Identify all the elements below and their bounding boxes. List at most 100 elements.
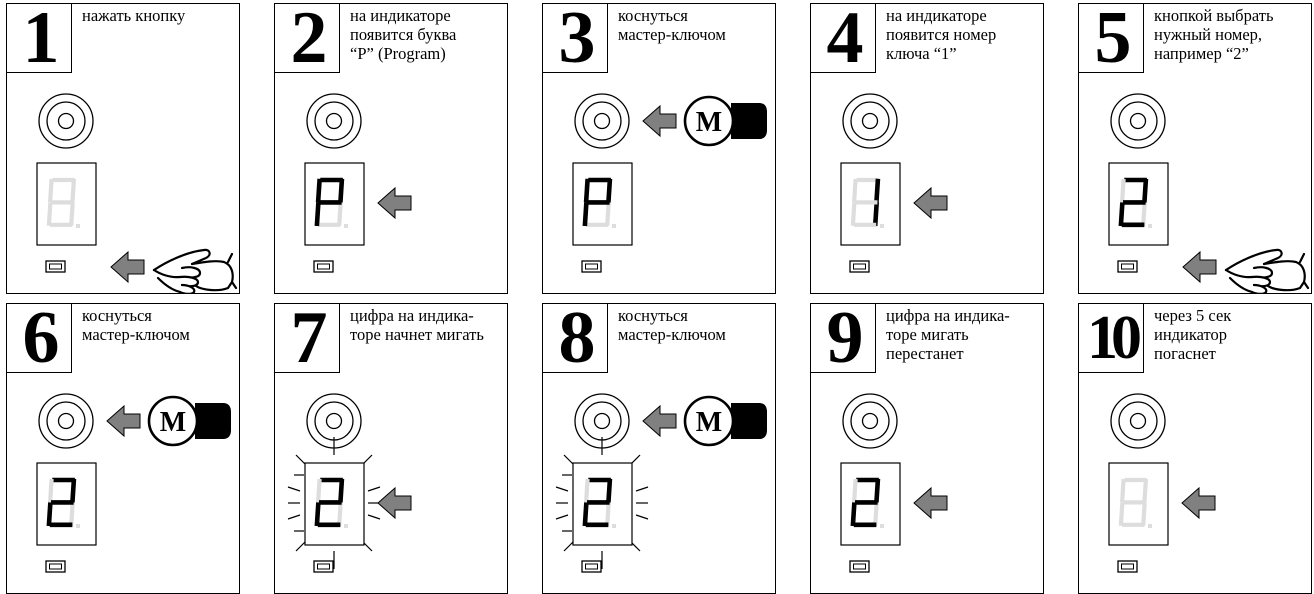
master-key-icon: M: [147, 395, 231, 447]
step-number: 3: [542, 1, 608, 75]
segment-b: [1142, 478, 1149, 503]
segment-b: [874, 178, 881, 203]
segment-c: [69, 502, 75, 526]
step-number: 5: [1078, 1, 1144, 75]
decimal-point: [1148, 224, 1152, 228]
step-caption: цифра на индика- торе начнет мигать: [350, 306, 484, 344]
seven-segment-display-icon: [304, 462, 365, 546]
segment-c: [1141, 202, 1147, 226]
step-illustration: [1108, 93, 1310, 293]
button-icon: [313, 560, 334, 573]
segment-b: [606, 478, 613, 503]
button-icon: [45, 560, 66, 573]
decimal-point: [1148, 524, 1152, 528]
segment-c: [873, 502, 879, 526]
segment-c: [69, 202, 75, 226]
arrow-left-icon: [642, 104, 677, 138]
segment-e: [1118, 202, 1125, 227]
decimal-point: [76, 224, 80, 228]
segment-e: [850, 502, 857, 527]
segment-c: [1141, 502, 1147, 526]
step-caption: кнопкой выбрать нужный номер, например “…: [1154, 6, 1274, 63]
segment-f: [852, 178, 858, 203]
seven-segment-display-icon: [1108, 462, 1169, 546]
decimal-point: [612, 224, 616, 228]
seven-segment-display-icon: [36, 462, 97, 546]
segment-b: [338, 178, 345, 203]
arrow-left-icon: [377, 186, 412, 220]
step-number: 8: [542, 301, 608, 375]
arrow-left-icon: [913, 186, 948, 220]
segment-e: [1118, 502, 1125, 526]
decimal-point: [344, 524, 348, 528]
button-icon: [581, 560, 602, 573]
segment-b: [338, 478, 345, 503]
button-icon: [849, 260, 870, 273]
step-number: 6: [6, 301, 72, 375]
arrow-left-icon: [377, 486, 412, 520]
arrow-left-icon: [913, 486, 948, 520]
reader-icon: [1110, 93, 1166, 149]
step-illustration: [840, 393, 948, 573]
button-icon: [581, 260, 602, 273]
arrow-left-icon: [1181, 486, 1216, 520]
step-number: 4: [810, 1, 876, 75]
master-key-icon: M: [683, 95, 767, 147]
segment-f: [852, 478, 858, 503]
seven-segment-display-icon: [304, 162, 365, 246]
segment-c: [605, 502, 611, 526]
segment-e: [314, 202, 321, 227]
step-illustration: [840, 93, 948, 273]
seven-segment-display-icon: [572, 162, 633, 246]
pointing-hand-icon: [1224, 248, 1310, 293]
reader-icon: [574, 93, 630, 149]
seven-segment-display-icon: [840, 462, 901, 546]
step-illustration: [287, 393, 412, 573]
segment-c: [872, 202, 880, 227]
reader-icon: [306, 93, 362, 149]
step-number: 7: [274, 301, 340, 375]
segment-b: [70, 478, 77, 503]
button-icon: [1117, 260, 1138, 273]
reader-icon: [842, 393, 898, 449]
arrow-left-icon: [110, 250, 145, 284]
arrow-left-icon: [642, 404, 677, 438]
step-caption: коснуться мастер-ключом: [618, 306, 726, 344]
segment-b: [606, 178, 613, 203]
step-illustration: [1108, 393, 1216, 573]
reader-icon: [1110, 393, 1166, 449]
master-key-label: M: [696, 407, 722, 438]
step-illustration: [304, 93, 412, 273]
segment-f: [316, 478, 322, 503]
reader-icon: [38, 93, 94, 149]
segment-b: [874, 478, 881, 503]
button-icon: [849, 560, 870, 573]
pointing-hand-icon: [152, 248, 238, 293]
segment-f: [48, 478, 54, 503]
segment-f: [315, 178, 322, 203]
segment-f: [1120, 478, 1126, 503]
step-illustration: M: [572, 93, 767, 273]
step-number: 9: [810, 301, 876, 375]
segment-f: [584, 478, 590, 503]
segment-e: [314, 502, 321, 527]
arrow-left-icon: [1182, 250, 1217, 284]
segment-e: [46, 202, 53, 226]
segment-c: [337, 202, 343, 226]
blink-rays: [287, 437, 381, 569]
button-icon: [313, 260, 334, 273]
segment-b: [1142, 178, 1149, 203]
step-illustration: [36, 93, 238, 293]
step-illustration: M: [555, 393, 767, 573]
step-number: 2: [274, 1, 340, 75]
step-illustration: M: [36, 393, 231, 573]
step-caption: на индикаторе появится номер ключа “1”: [886, 6, 997, 63]
